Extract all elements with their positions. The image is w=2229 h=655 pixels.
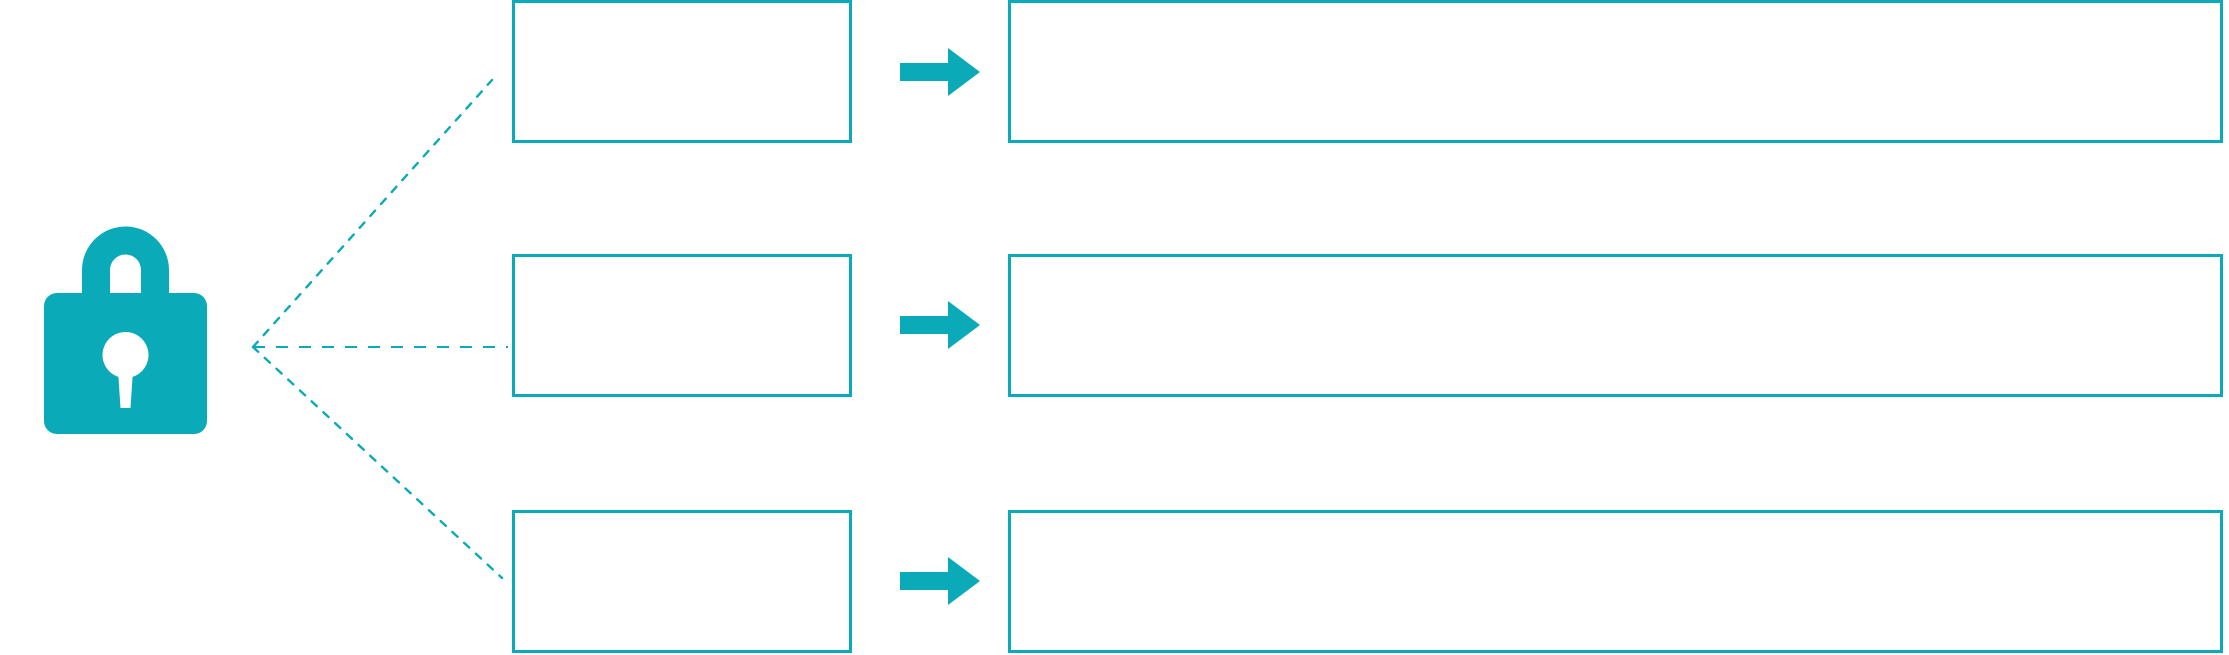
arrow-right-icon [900, 557, 980, 605]
left-box-row-3[interactable] [512, 510, 852, 653]
right-box-row-2[interactable] [1008, 254, 2223, 397]
arrow-right-glyph [900, 301, 980, 349]
lock-shackle [82, 226, 169, 308]
left-box-row-1-label [515, 3, 849, 140]
right-box-row-3-label [1011, 513, 2220, 650]
left-box-row-2[interactable] [512, 254, 852, 397]
right-box-row-2-label [1011, 257, 2220, 394]
arrow-row-3 [900, 557, 980, 605]
arrow-right-icon [900, 48, 980, 96]
arrow-right-glyph [900, 48, 980, 96]
connector-to-row-1 [251, 78, 494, 349]
lock-icon-glyph [44, 226, 207, 434]
connector-to-row-3 [251, 345, 504, 580]
right-box-row-1[interactable] [1008, 0, 2223, 143]
lock-icon [44, 218, 207, 434]
lock-keyhole-stem [118, 370, 133, 408]
right-box-row-3[interactable] [1008, 510, 2223, 653]
arrow-right-glyph [900, 557, 980, 605]
arrow-row-2 [900, 301, 980, 349]
left-box-row-3-label [515, 513, 849, 650]
arrow-row-1 [900, 48, 980, 96]
left-box-row-1[interactable] [512, 0, 852, 143]
right-box-row-1-label [1011, 3, 2220, 140]
arrow-right-icon [900, 301, 980, 349]
lock-keyhole-circle [102, 332, 149, 378]
left-box-row-2-label [515, 257, 849, 394]
